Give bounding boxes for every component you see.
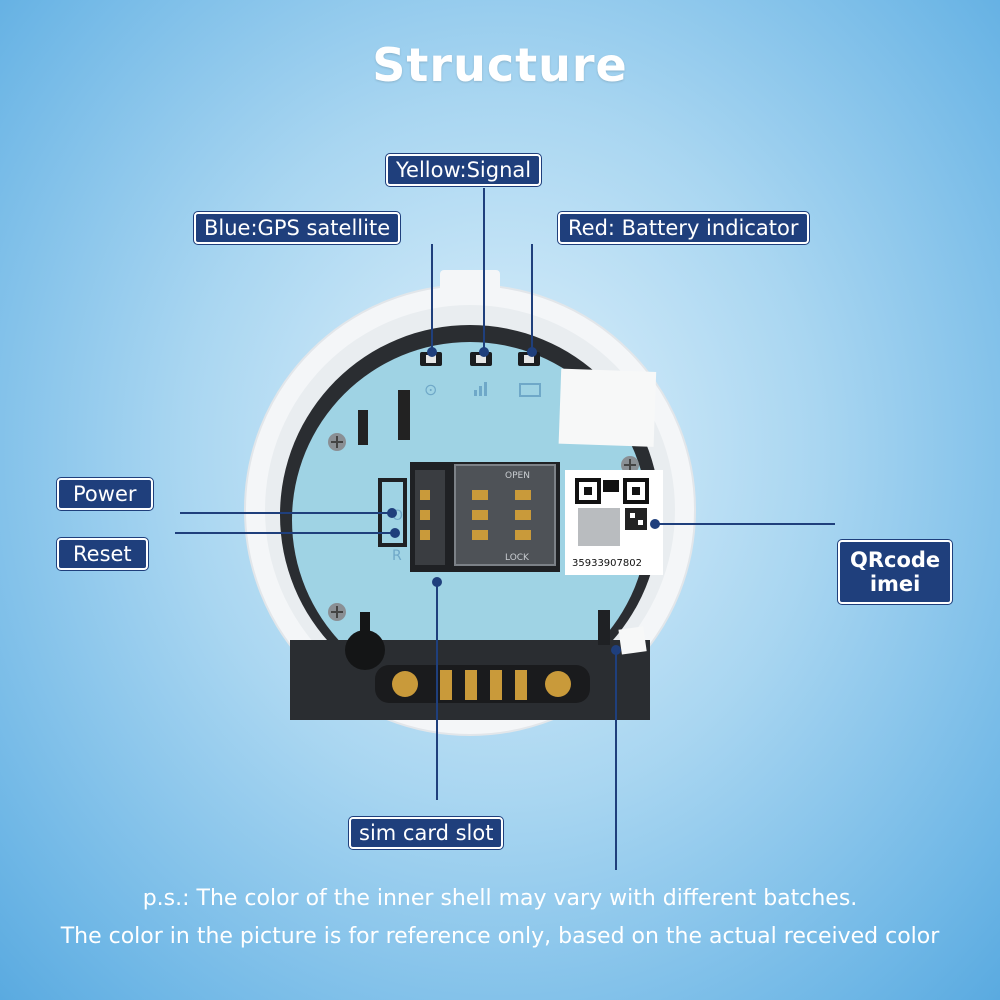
note-line-1: p.s.: The color of the inner shell may v… <box>142 886 858 911</box>
label-qrcode: QRcode imei <box>838 540 953 604</box>
sim-open-text: OPEN <box>505 471 530 481</box>
label-gps: Blue:GPS satellite <box>194 212 401 244</box>
leader-lines <box>175 188 835 870</box>
power-board-mark: O <box>392 508 403 524</box>
reset-board-mark: R <box>392 548 402 564</box>
label-power: Power <box>57 478 153 510</box>
gps-board-icon: ⊙ <box>424 380 437 399</box>
signal-board-icon <box>474 382 487 396</box>
label-signal: Yellow:Signal <box>386 154 542 186</box>
qr-sticker: 35933907802 <box>565 470 663 575</box>
imei-number: 35933907802 <box>572 558 642 569</box>
sim-lock-text: LOCK <box>505 553 530 563</box>
small-sticker <box>618 626 647 655</box>
charging-contacts <box>375 665 590 703</box>
screw-top-left <box>328 433 346 451</box>
note-line-2: The color in the picture is for referenc… <box>60 924 940 949</box>
label-reset: Reset <box>57 538 148 570</box>
screw-bottom-left <box>328 603 346 621</box>
sim-card-slot: OPEN LOCK <box>410 462 560 572</box>
page-title: Structure <box>372 38 628 92</box>
buzzer <box>345 630 385 670</box>
side-connector <box>398 390 410 440</box>
screw-right <box>621 456 639 474</box>
label-qrcode-line1: QRcode <box>850 548 941 572</box>
sticker <box>558 368 657 447</box>
label-battery: Red: Battery indicator <box>558 212 809 244</box>
battery-board-icon <box>519 383 541 397</box>
led-gps <box>420 352 442 366</box>
label-qrcode-line2: imei <box>869 572 921 596</box>
label-sim: sim card slot <box>349 817 504 849</box>
